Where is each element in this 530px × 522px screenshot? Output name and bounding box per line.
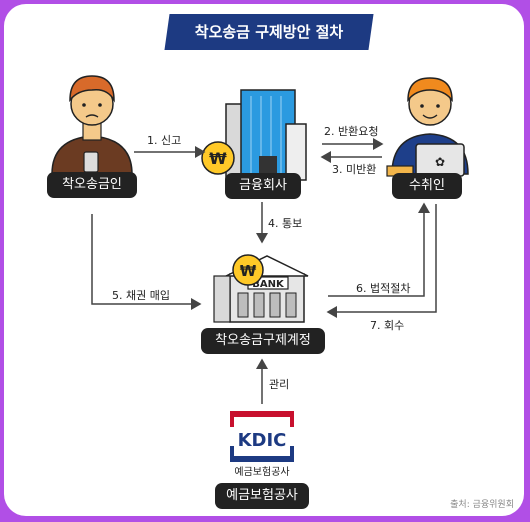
svg-text:₩: ₩ [240, 262, 257, 280]
edge-label-return-request: 2. 반환요청 [324, 125, 379, 138]
edge-label-recovery: 7. 회수 [370, 319, 405, 332]
edge-label-legal-process: 6. 법적절차 [356, 282, 411, 295]
won-coin-icon: ₩ [232, 254, 264, 286]
node-relief-account: 착오송금구제계정 [201, 328, 325, 354]
recipient-illustration: ✿ [386, 77, 469, 177]
node-kdic: 예금보험공사 [215, 483, 309, 509]
arrow-recovery [326, 204, 437, 318]
kdic-logo-text: KDIC [238, 430, 287, 451]
sender-illustration [51, 75, 133, 175]
edge-label-not-returned: 3. 미반환 [332, 163, 377, 176]
edge-label-notify: 4. 통보 [268, 217, 303, 230]
kdic-logo: KDIC 예금보험공사 [230, 411, 294, 478]
diagram-arrows [91, 138, 437, 404]
svg-text:✿: ✿ [435, 155, 445, 169]
diagram-canvas: ₩ ✿ BANK [51, 75, 469, 478]
node-recipient: 수취인 [392, 173, 462, 199]
node-financial-company: 금융회사 [225, 173, 301, 199]
diagram-frame: 착오송금 구제방안 절차 [4, 4, 524, 516]
edge-label-report: 1. 신고 [147, 134, 182, 147]
arrow-legal-process [328, 202, 430, 297]
bank-illustration: BANK [213, 255, 309, 323]
edge-label-manage: 관리 [269, 378, 290, 391]
bank-sign: BANK [252, 279, 285, 290]
svg-text:₩: ₩ [209, 149, 227, 168]
diagram-title: 착오송금 구제방안 절차 [194, 23, 344, 41]
source-note: 출처: 금융위원회 [450, 500, 514, 510]
building-illustration [225, 89, 307, 181]
won-coin-icon: ₩ [201, 141, 235, 175]
arrow-bond-purchase [91, 214, 202, 310]
node-sender: 착오송금인 [47, 172, 137, 198]
kdic-logo-subtitle: 예금보험공사 [234, 466, 289, 478]
edge-label-bond-purchase: 5. 채권 매입 [112, 289, 170, 302]
